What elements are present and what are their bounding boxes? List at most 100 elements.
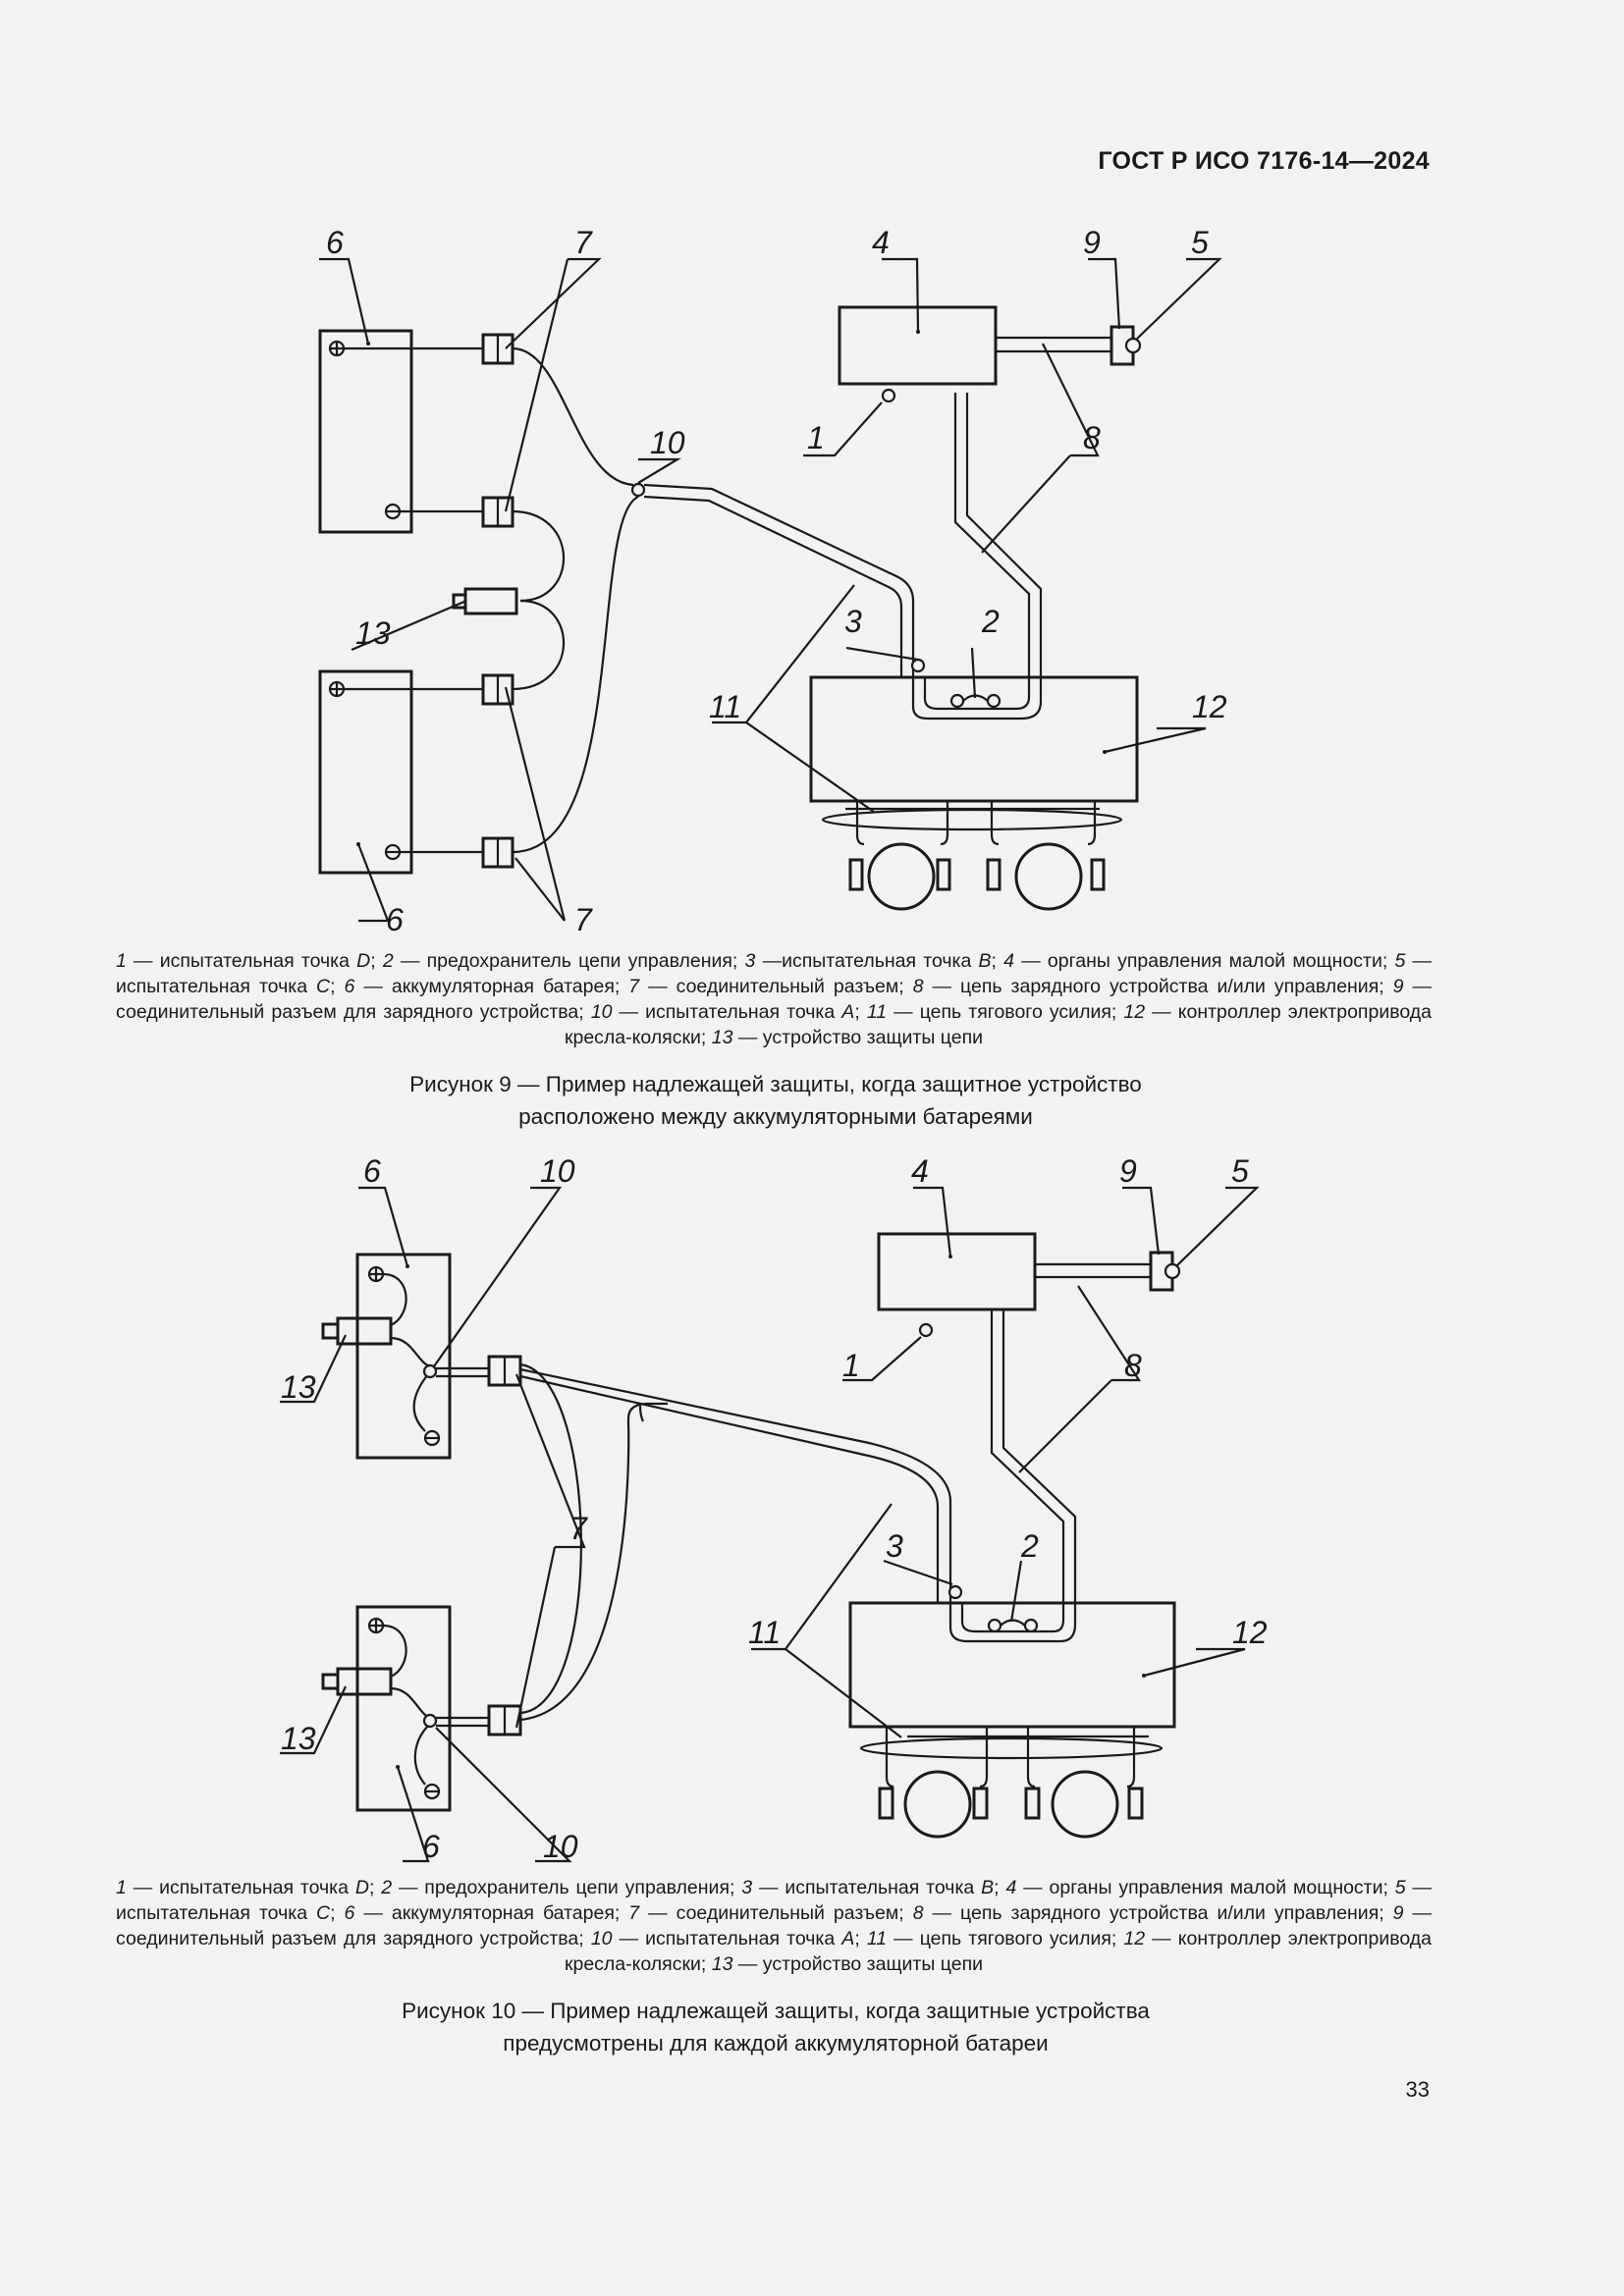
legend-key: 2: [381, 1877, 393, 1898]
legend-text: — соединительный разъем для зарядного ус…: [116, 976, 1432, 1023]
motor-wheel-right: [986, 801, 1106, 911]
test-point-b: [910, 658, 926, 673]
fig10-label-1: 1: [842, 1348, 860, 1383]
fig9-label-7-bottom: 7: [574, 902, 593, 937]
test-point-d: [918, 1322, 934, 1338]
legend-text: — испытательная точка: [752, 1877, 982, 1898]
legend-text: ;: [854, 1001, 867, 1023]
test-point-a: [630, 482, 646, 498]
figure-10-diagram: 6 10 4 9 5 13 1 8 7 3 2 11 12 13 6 10: [280, 1153, 1268, 1864]
legend-text: — испытательная точка: [126, 1877, 355, 1898]
connector-1: [487, 1355, 522, 1387]
legend-key: 9: [1392, 1902, 1404, 1924]
legend-text: — испытательная точка: [126, 950, 357, 972]
fig9-label-6-top: 6: [326, 225, 344, 260]
legend-key: A: [841, 1928, 855, 1949]
legend-text: — испытательная точка: [612, 1001, 842, 1023]
legend-key: 10: [590, 1001, 613, 1023]
legend-key: A: [841, 1001, 855, 1023]
legend-key: 7: [628, 1902, 640, 1924]
legend-text: — соединительный разъем;: [639, 1902, 913, 1924]
legend-text: — органы управления малой мощности;: [1014, 950, 1395, 972]
fig9-label-2: 2: [981, 604, 1000, 639]
fig10-label-9: 9: [1119, 1153, 1137, 1189]
figure-9-diagram: 6 7 4 9 5 1 8 10 13 3 2 11 12 6 7: [318, 225, 1227, 937]
battery-2-minus-terminal: [384, 843, 402, 861]
legend-key: 1: [116, 1877, 127, 1898]
test-point-d: [881, 388, 896, 403]
legend-text: — цепь тягового усилия;: [887, 1001, 1124, 1023]
legend-text: — устройство защиты цепи: [732, 1953, 984, 1975]
fig9-label-5: 5: [1191, 225, 1209, 260]
connector-4: [481, 836, 514, 869]
legend-key: B: [978, 950, 992, 972]
control-fuse-2: [949, 693, 1001, 709]
fig10-label-12: 12: [1232, 1615, 1268, 1650]
battery-2-plus-terminal: [328, 680, 346, 698]
legend-key: 6: [344, 1902, 355, 1924]
test-point-c: [1124, 337, 1142, 354]
low-power-controls-4: [877, 1232, 1037, 1311]
legend-key: 2: [382, 950, 394, 972]
legend-key: 13: [711, 1953, 733, 1975]
legend-text: ;: [330, 1902, 345, 1924]
test-point-a-battery-1: [422, 1363, 438, 1379]
legend-key: D: [356, 950, 371, 972]
battery-1: [318, 329, 413, 534]
battery-2-plus-terminal: [367, 1617, 385, 1634]
legend-key: 12: [1123, 1928, 1146, 1949]
legend-key: 4: [1003, 950, 1015, 972]
figure-9-legend: 1 — испытательная точка D; 2 — предохран…: [116, 948, 1432, 1050]
battery-1-minus-terminal: [423, 1429, 441, 1447]
legend-text: — аккумуляторная батарея;: [354, 976, 629, 997]
legend-text: ;: [370, 950, 383, 972]
fig10-label-3: 3: [886, 1528, 903, 1564]
fig10-label-13-bottom: 13: [281, 1721, 316, 1756]
connector-1: [481, 333, 514, 365]
fig10-label-10-bottom: 10: [543, 1829, 578, 1864]
figure-9-caption-line-1: Рисунок 9 — Пример надлежащей защиты, ко…: [409, 1072, 1142, 1096]
fig9-label-9: 9: [1083, 225, 1101, 260]
motor-wheel-left: [878, 1728, 989, 1839]
fig10-label-2: 2: [1020, 1528, 1039, 1564]
legend-text: — аккумуляторная батарея;: [354, 1902, 629, 1924]
legend-key: 9: [1392, 976, 1404, 997]
legend-key: 11: [866, 1001, 888, 1023]
legend-text: — испытательная точка: [612, 1928, 842, 1949]
battery-2-minus-terminal: [423, 1783, 441, 1800]
legend-text: — испытательная точка: [116, 950, 1433, 997]
legend-key: 8: [912, 976, 924, 997]
fig10-label-4: 4: [911, 1153, 929, 1189]
legend-key: 6: [344, 976, 355, 997]
fig10-label-6-top: 6: [363, 1153, 381, 1189]
fig9-label-7-top: 7: [574, 225, 593, 260]
fig9-label-1: 1: [807, 420, 825, 455]
legend-text: ;: [330, 976, 345, 997]
control-fuse-2: [987, 1618, 1039, 1633]
motor-wheel-right: [1024, 1728, 1144, 1839]
legend-text: — испытательная точка: [116, 1877, 1433, 1924]
fig9-label-3: 3: [844, 604, 862, 639]
fig10-label-7: 7: [569, 1511, 588, 1546]
figure-9-caption: Рисунок 9 — Пример надлежащей защиты, ко…: [0, 1068, 1551, 1133]
fig9-label-10: 10: [650, 425, 685, 460]
legend-key: 12: [1123, 1001, 1146, 1023]
battery-2: [318, 669, 413, 875]
motor-wheel-left: [848, 801, 951, 911]
test-point-b: [947, 1584, 963, 1600]
legend-key: 3: [744, 950, 756, 972]
legend-key: D: [354, 1877, 369, 1898]
fig9-label-11: 11: [709, 689, 741, 724]
legend-text: — контроллер электропривода кресла-коляс…: [564, 1928, 1433, 1975]
legend-key: 8: [912, 1902, 924, 1924]
legend-key: 1: [116, 950, 127, 972]
legend-text: ;: [368, 1877, 382, 1898]
legend-key: B: [981, 1877, 995, 1898]
page-number: 33: [1405, 2077, 1430, 2102]
legend-text: — предохранитель цепи управления;: [393, 950, 745, 972]
legend-key: 7: [628, 976, 640, 997]
fig9-label-12: 12: [1192, 689, 1227, 724]
legend-key: 3: [741, 1877, 753, 1898]
legend-text: — цепь тягового усилия;: [887, 1928, 1124, 1949]
legend-text: — устройство защиты цепи: [732, 1027, 984, 1048]
